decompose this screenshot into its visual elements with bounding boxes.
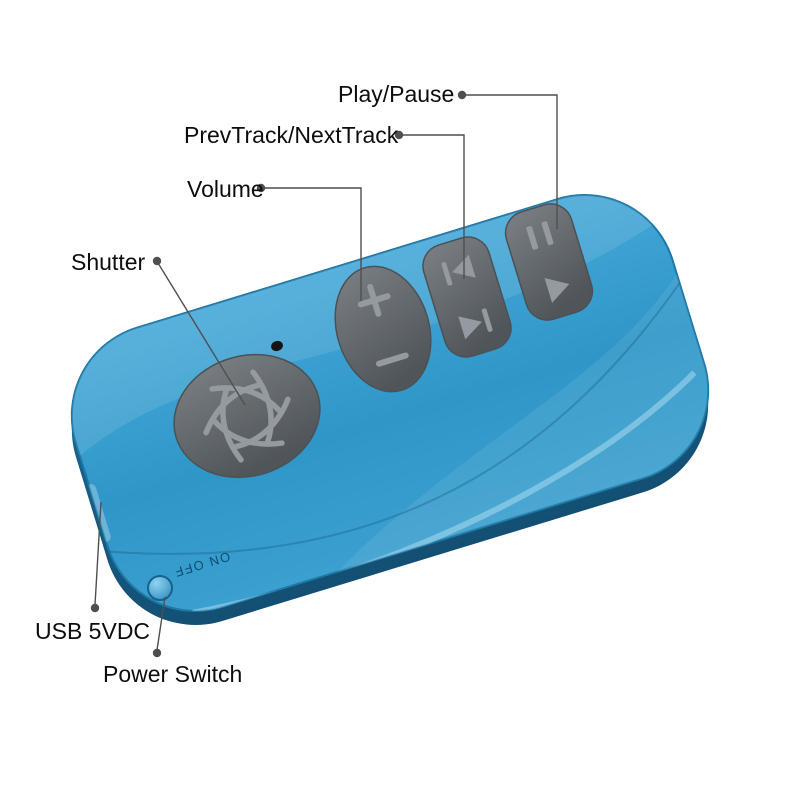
dot-power-switch — [152, 648, 162, 658]
plus-icon — [357, 283, 391, 317]
volume-button — [334, 265, 432, 393]
label-usb: USB 5VDC — [35, 618, 151, 644]
label-shutter: Shutter — [71, 249, 146, 275]
remote-device: ON OFF — [48, 172, 732, 625]
power-switch-knob — [147, 575, 173, 601]
dot-volume — [256, 183, 266, 193]
leader-dots — [90, 90, 467, 658]
shutter-button — [173, 353, 321, 479]
pause-icon — [526, 221, 554, 250]
label-power-switch: Power Switch — [103, 661, 243, 687]
leader-shutter — [157, 262, 246, 406]
dot-usb — [90, 603, 100, 613]
minus-icon — [375, 352, 409, 367]
dot-prev-next — [394, 130, 404, 140]
leader-volume — [262, 187, 362, 301]
play-icon — [544, 278, 570, 303]
leader-prev-next — [400, 134, 465, 279]
led-indicator — [271, 340, 283, 352]
next-track-icon — [458, 308, 493, 340]
leader-play-pause — [462, 94, 558, 229]
leader-power-switch — [156, 596, 166, 651]
leader-lines — [94, 94, 558, 651]
leader-usb — [94, 501, 102, 606]
label-volume: Volume — [187, 176, 264, 202]
label-prev-next: PrevTrack/NextTrack — [184, 122, 399, 148]
dot-play-pause — [457, 90, 467, 100]
label-play-pause: Play/Pause — [338, 81, 455, 107]
aperture-icon — [203, 369, 291, 463]
play-pause-button — [504, 203, 594, 321]
dot-shutter — [152, 256, 162, 266]
